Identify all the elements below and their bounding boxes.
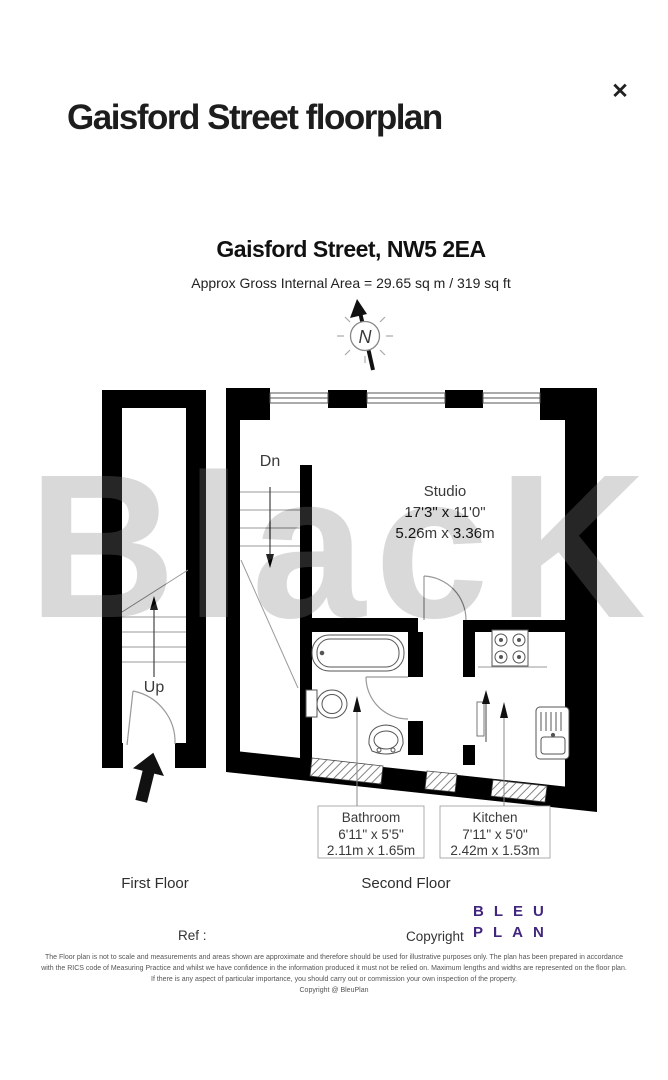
svg-text:6'11" x 5'5": 6'11" x 5'5" [338,827,404,842]
svg-text:2.42m x 1.53m: 2.42m x 1.53m [450,843,539,858]
bleuplan-logo: BLEU PLAN [473,901,554,943]
basin-icon [368,724,404,755]
up-stairs-label: Up [144,679,165,696]
window [269,392,541,404]
down-arrow-icon [266,554,274,568]
close-icon[interactable]: ✕ [611,80,629,103]
logo-line-2: PLAN [473,924,554,941]
plan-header: Gaisford Street, NW5 2EA Approx Gross In… [34,236,668,291]
svg-text:2.11m x 1.65m: 2.11m x 1.65m [327,843,415,858]
disclaimer-line: If there is any aspect of particular imp… [151,976,517,983]
kitchen-label-box: Kitchen 7'11" x 5'0" 2.42m x 1.53m [439,805,551,859]
disclaimer-line: with the RICS code of Measuring Practice… [41,965,627,972]
studio-door [423,575,467,621]
plan-title: Gaisford Street, NW5 2EA [216,236,486,262]
toilet-icon [305,689,348,719]
kitchen-sink-icon [535,706,570,760]
bathroom-label-box: Bathroom 6'11" x 5'5" 2.11m x 1.65m [317,805,425,859]
slanted-window [309,757,548,803]
label-leaders [353,690,508,806]
compass-north-label: N [359,327,373,347]
first-floor-entry-door [126,690,176,746]
svg-text:5.26m x 3.36m: 5.26m x 3.36m [395,525,494,542]
svg-text:Studio: Studio [424,483,467,500]
page-title: Gaisford Street floorplan [67,98,443,137]
svg-text:7'11" x 5'0": 7'11" x 5'0" [462,827,528,842]
svg-text:Bathroom: Bathroom [342,810,401,825]
up-arrow-icon [150,596,158,610]
copyright-label: Copyright [406,929,464,944]
svg-text:17'3" x 11'0": 17'3" x 11'0" [404,504,485,521]
studio-room-label: Studio 17'3" x 11'0" 5.26m x 3.36m [395,483,494,542]
logo-line-1: BLEU [473,903,554,920]
first-floor-label: First Floor [121,875,189,892]
disclaimer-text: The Floor plan is not to scale and measu… [0,952,668,996]
bathroom-door [365,676,409,720]
radiator-icon [476,701,485,737]
disclaimer-line: Copyright @ BleuPlan [299,987,369,994]
plan-subtitle: Approx Gross Internal Area = 29.65 sq m … [191,275,511,291]
hob-icon [491,629,529,667]
north-compass-icon: N [337,299,393,371]
disclaimer-line: The Floor plan is not to scale and measu… [45,954,623,961]
first-floor-stairs [121,569,189,663]
floorplan-drawing: Up [102,388,597,859]
bathtub-icon [311,634,405,672]
second-floor-label: Second Floor [361,875,451,892]
entrance-arrow-icon [132,752,164,803]
down-stairs-label: Dn [260,453,280,470]
svg-text:Kitchen: Kitchen [472,810,517,825]
second-floor-plan: Dn [226,388,597,812]
first-floor-plan: Up [102,390,206,803]
ref-label: Ref : [178,928,207,943]
